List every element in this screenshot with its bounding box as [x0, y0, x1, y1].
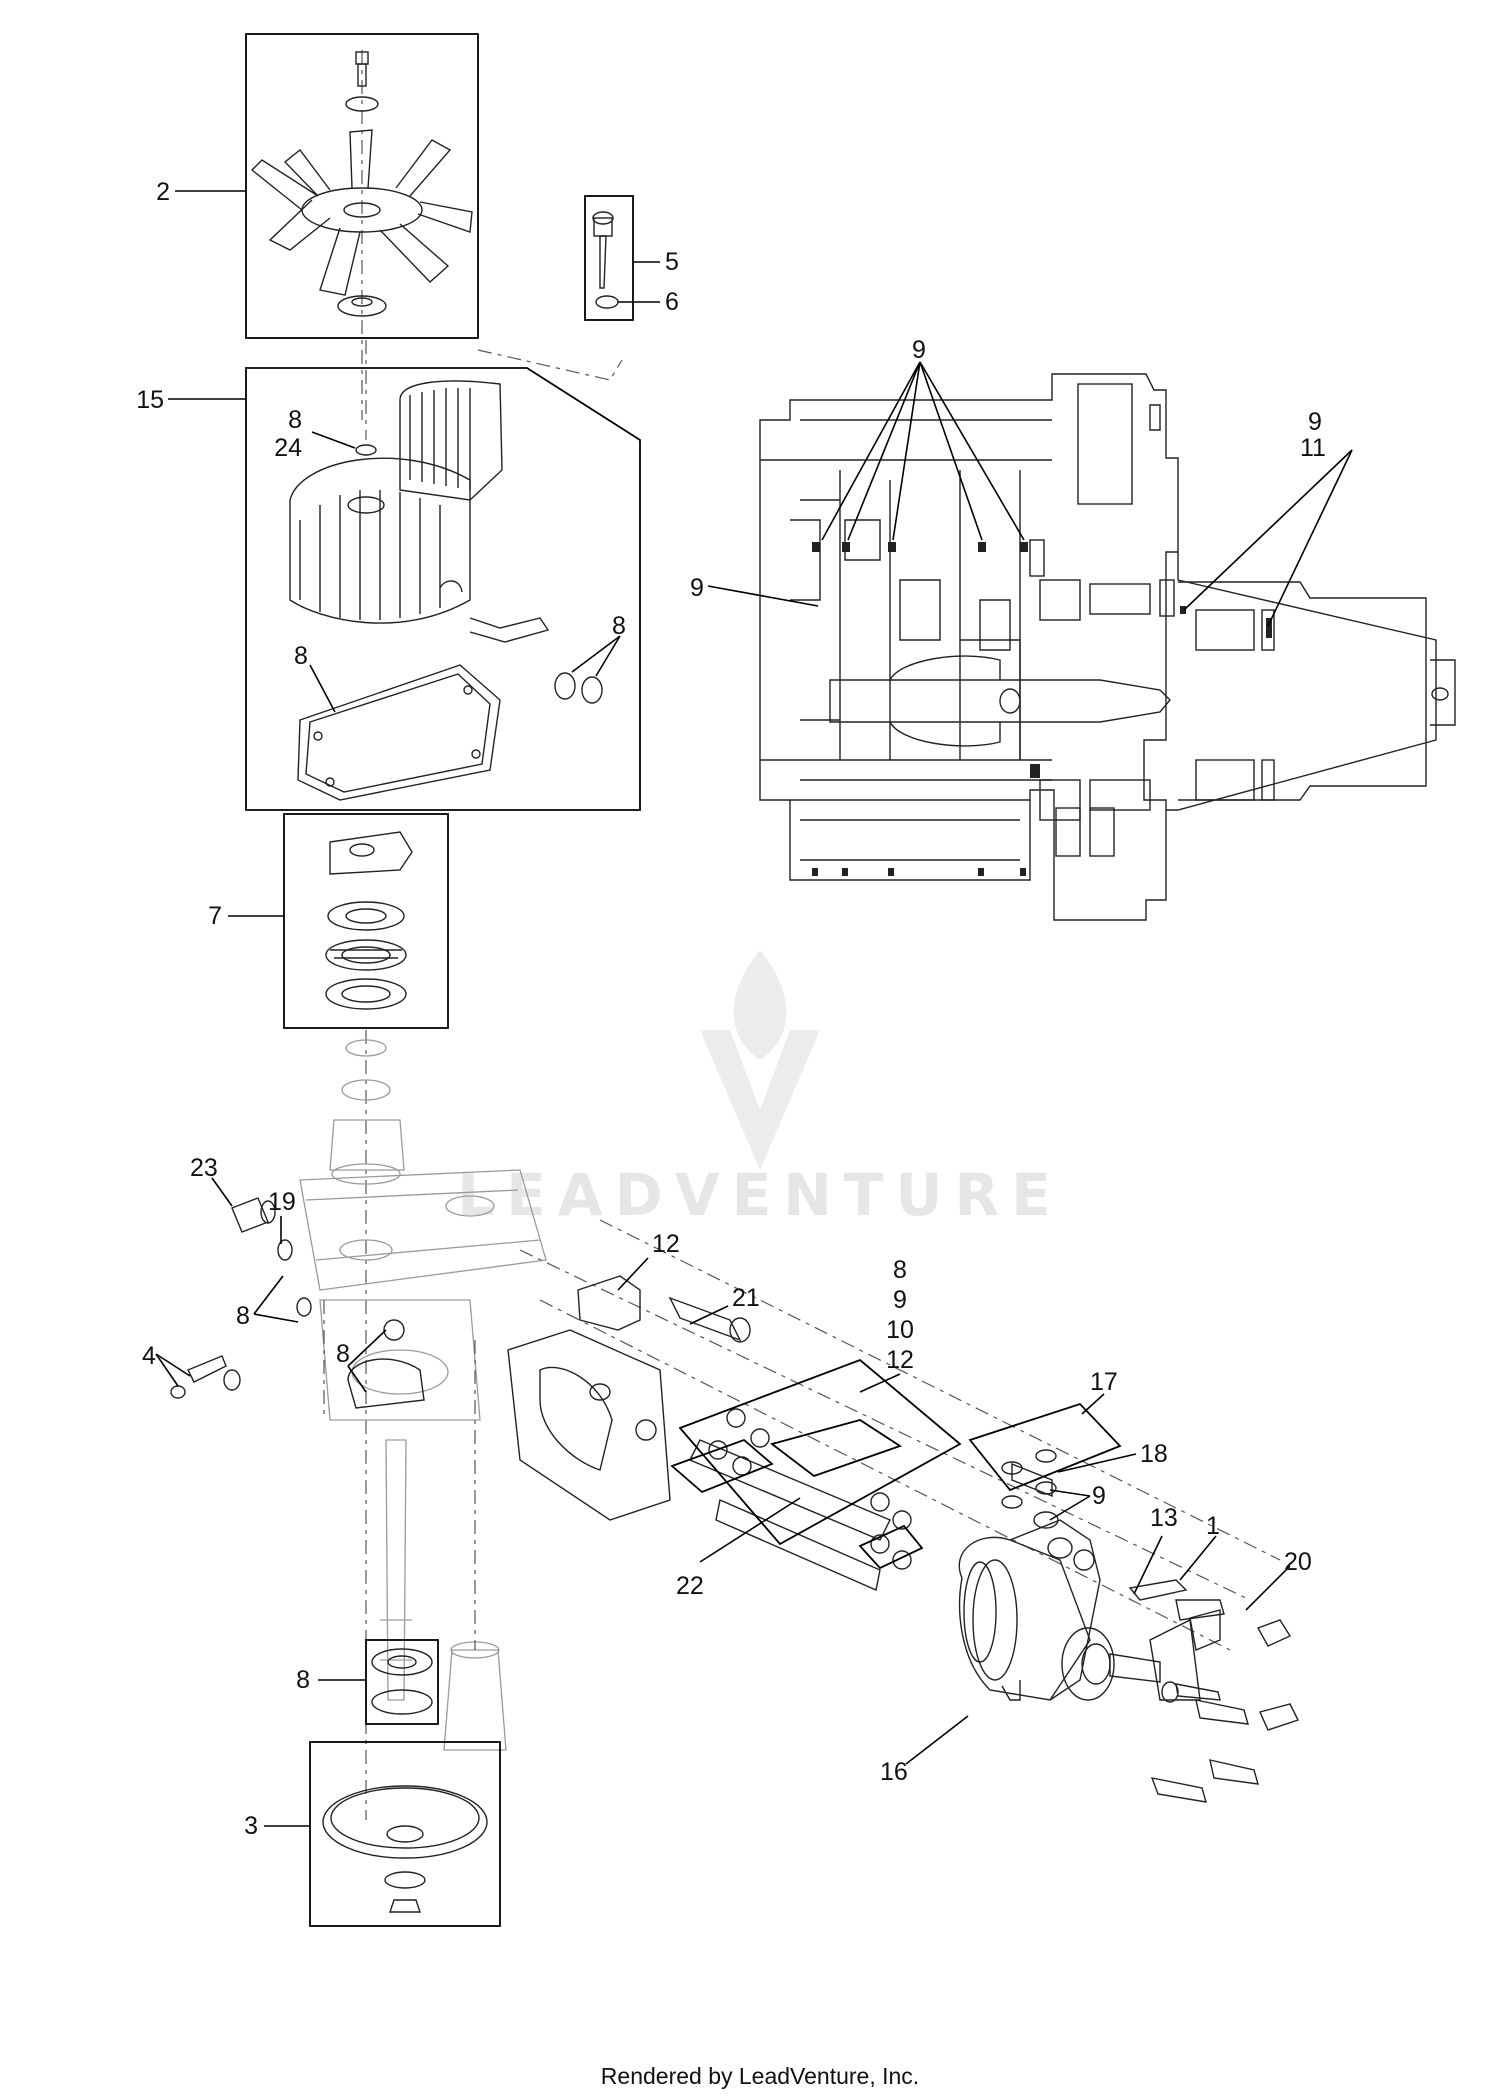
- callout-24: 24: [274, 434, 302, 462]
- callout-23: 23: [190, 1154, 218, 1182]
- footer-credit: Rendered by LeadVenture, Inc.: [601, 2063, 919, 2089]
- callout-9-top: 9: [912, 336, 926, 364]
- housing-part: [289, 380, 603, 801]
- callout-20: 20: [1284, 1548, 1312, 1576]
- callout-stack-9: 9: [893, 1286, 907, 1314]
- seal-subbox-b: [858, 1524, 924, 1570]
- callout-11: 11: [1300, 434, 1326, 462]
- callout-9-right: 9: [1308, 408, 1322, 436]
- lower-bearing-box: [365, 1639, 439, 1725]
- callout-9-fitting: 9: [1092, 1482, 1106, 1510]
- callout-21: 21: [732, 1284, 760, 1312]
- bearing-box: [283, 813, 449, 1029]
- callout-8-a: 8: [288, 406, 302, 434]
- callout-18: 18: [1140, 1440, 1168, 1468]
- fitting-kit-box: [968, 1402, 1122, 1492]
- callout-7: 7: [208, 902, 222, 930]
- callout-8-d: 8: [236, 1302, 250, 1330]
- pump-ghost: [299, 1030, 547, 1820]
- pump-fittings: [170, 1197, 425, 1409]
- dipstick-box: [584, 195, 634, 321]
- callout-1: 1: [1206, 1512, 1220, 1540]
- callout-15: 15: [136, 386, 164, 414]
- callout-stack-12: 12: [886, 1346, 914, 1374]
- watermark-text: LEADVENTURE: [457, 1161, 1063, 1229]
- watermark-logo: LEADVENTURE: [457, 950, 1063, 1229]
- bearing-part: [325, 831, 413, 1010]
- lower-bearing-part: [371, 1648, 433, 1715]
- housing-box: [245, 367, 641, 811]
- callout-17: 17: [1090, 1368, 1118, 1396]
- callout-2: 2: [156, 178, 170, 206]
- pulley-box: [309, 1741, 501, 1927]
- motor-assembly: [507, 1219, 1299, 1803]
- fan-box: [245, 33, 479, 339]
- callout-5: 5: [665, 248, 679, 276]
- callout-22: 22: [676, 1572, 704, 1600]
- callout-8-f: 8: [296, 1666, 310, 1694]
- callout-8-e: 8: [336, 1340, 350, 1368]
- callout-6: 6: [665, 288, 679, 316]
- callout-12-top: 12: [652, 1230, 680, 1258]
- callout-stack-10: 10: [886, 1316, 914, 1344]
- callout-stack-8: 8: [893, 1256, 907, 1284]
- dipstick-part: [592, 211, 619, 309]
- callout-8-b: 8: [612, 612, 626, 640]
- callout-16: 16: [880, 1758, 908, 1786]
- callout-8-c: 8: [294, 642, 308, 670]
- seal-subbox-c: [770, 1419, 903, 1478]
- pulley-part: [322, 1785, 488, 1913]
- cross-section-view: [759, 373, 1456, 921]
- callout-19: 19: [268, 1188, 296, 1216]
- fan-part: [250, 50, 473, 420]
- seal-subbox-a: [670, 1438, 774, 1494]
- callout-4: 4: [142, 1342, 156, 1370]
- seal-kit-box: [678, 1358, 962, 1546]
- callout-13: 13: [1150, 1504, 1178, 1532]
- callout-9-left: 9: [690, 574, 704, 602]
- callout-3: 3: [244, 1812, 258, 1840]
